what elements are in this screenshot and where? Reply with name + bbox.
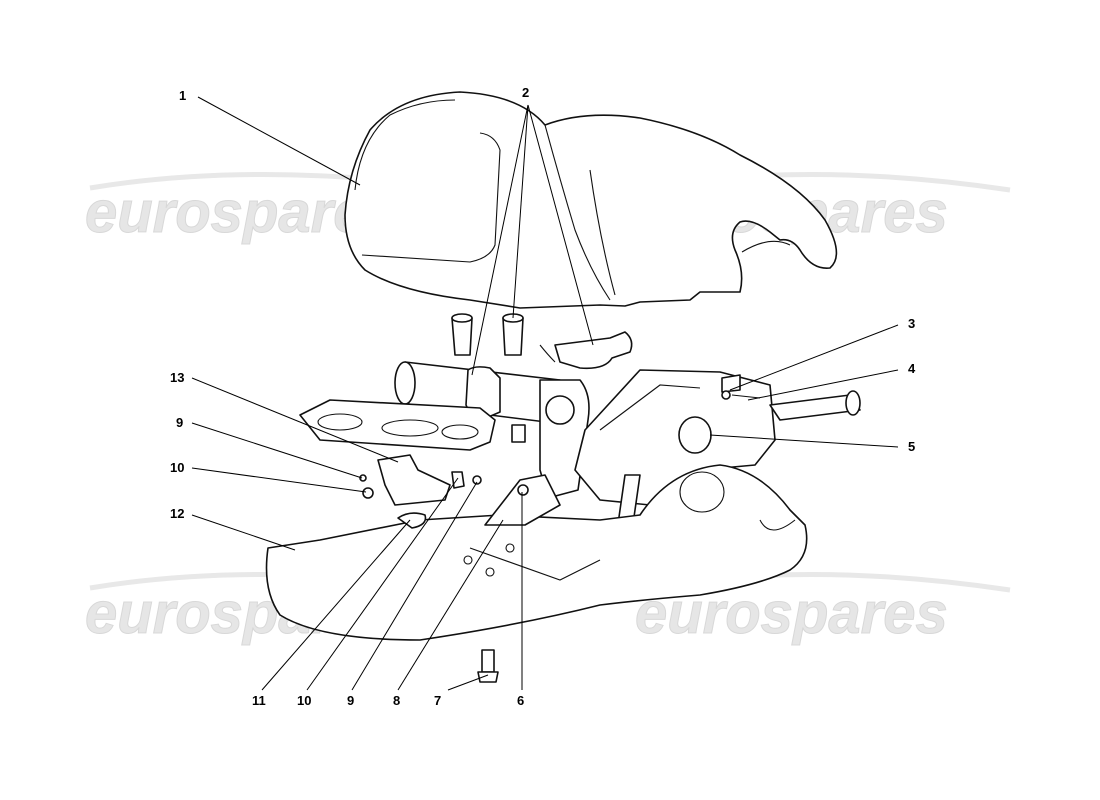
callout-7: 7 — [434, 693, 441, 708]
callout-9-bottom: 9 — [347, 693, 354, 708]
mount-arm — [299, 399, 496, 451]
leader-10b — [306, 477, 459, 691]
callout-8: 8 — [393, 693, 400, 708]
upper-column-shroud — [344, 91, 838, 309]
callout-labels: 1 2 3 4 5 6 7 8 9 10 11 12 13 9 10 — [170, 85, 916, 708]
clip-11 — [397, 512, 427, 529]
leader-5 — [709, 434, 899, 448]
leader-3 — [729, 324, 899, 391]
washer-9-left — [359, 474, 367, 482]
nut-6 — [517, 484, 529, 496]
leader-9a — [191, 422, 363, 479]
small-hardware — [359, 454, 561, 683]
leader-2b — [512, 104, 529, 319]
callout-5: 5 — [908, 439, 915, 454]
callout-9-left: 9 — [176, 415, 183, 430]
leader-8 — [397, 519, 504, 691]
screw-10 — [451, 471, 465, 489]
callout-13: 13 — [170, 370, 184, 385]
leader-2a — [471, 104, 529, 376]
callout-1: 1 — [179, 88, 186, 103]
callout-11: 11 — [252, 693, 266, 708]
leader-4 — [747, 369, 899, 401]
lower-column-shroud — [265, 464, 808, 641]
callout-2: 2 — [522, 85, 529, 100]
leader-lines — [191, 96, 899, 691]
washer-9 — [472, 475, 482, 485]
callout-3: 3 — [908, 316, 915, 331]
leader-2c — [527, 104, 594, 346]
bolt-7 — [481, 649, 495, 673]
leader-7 — [447, 674, 489, 691]
leader-13 — [191, 377, 399, 463]
bracket-13 — [377, 454, 451, 506]
callout-6: 6 — [517, 693, 524, 708]
leader-10a — [191, 467, 367, 493]
callout-4: 4 — [908, 361, 916, 376]
callout-10-left: 10 — [170, 460, 184, 475]
leader-1 — [197, 96, 361, 186]
nut-10-left — [362, 487, 374, 499]
callout-10-bottom: 10 — [297, 693, 311, 708]
leader-11 — [261, 519, 411, 691]
callout-12: 12 — [170, 506, 184, 521]
leader-9b — [351, 481, 478, 691]
leader-12 — [191, 514, 296, 551]
